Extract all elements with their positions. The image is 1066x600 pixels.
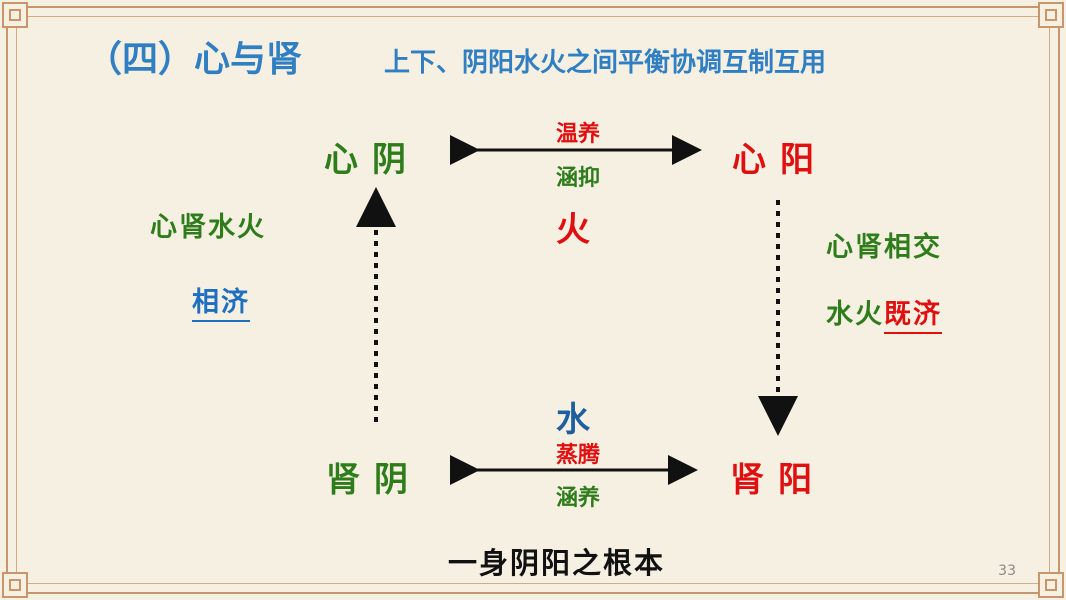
node-heart-yang: 心阳	[732, 140, 828, 180]
frame-corner-ornament	[2, 2, 28, 28]
node-kidney-yin: 肾阴	[326, 460, 422, 500]
water-character: 水	[556, 400, 590, 440]
node-heart-yin: 心阴	[324, 140, 420, 180]
inner-frame	[16, 16, 1050, 584]
fire-character: 火	[556, 210, 590, 250]
top-arrow-upper-label: 温养	[556, 122, 601, 147]
frame-corner-ornament	[2, 572, 28, 598]
right-label-line2: 水火既济	[826, 292, 942, 334]
top-arrow-lower-label: 涵抑	[556, 166, 601, 191]
outer-frame	[6, 6, 1060, 594]
slide-subtitle: 上下、阴阳水火之间平衡协调互制互用	[384, 48, 827, 78]
frame-corner-ornament	[1038, 572, 1064, 598]
left-label-line1: 心肾水火	[150, 212, 266, 243]
right-label-line1: 心肾相交	[826, 232, 942, 263]
bottom-arrow-lower-label: 涵养	[556, 486, 601, 511]
right-label-line2-highlight: 既济	[884, 299, 942, 334]
left-label-line2: 相济	[192, 287, 250, 322]
bottom-arrow-upper-label: 蒸腾	[556, 443, 601, 468]
frame-corner-ornament	[1038, 2, 1064, 28]
slide-title: （四）心与肾	[86, 39, 303, 80]
right-label-line2-prefix: 水火	[826, 299, 884, 330]
page-number: 33	[998, 563, 1016, 579]
bottom-summary: 一身阴阳之根本	[448, 546, 666, 580]
node-kidney-yang: 肾阳	[730, 460, 826, 500]
